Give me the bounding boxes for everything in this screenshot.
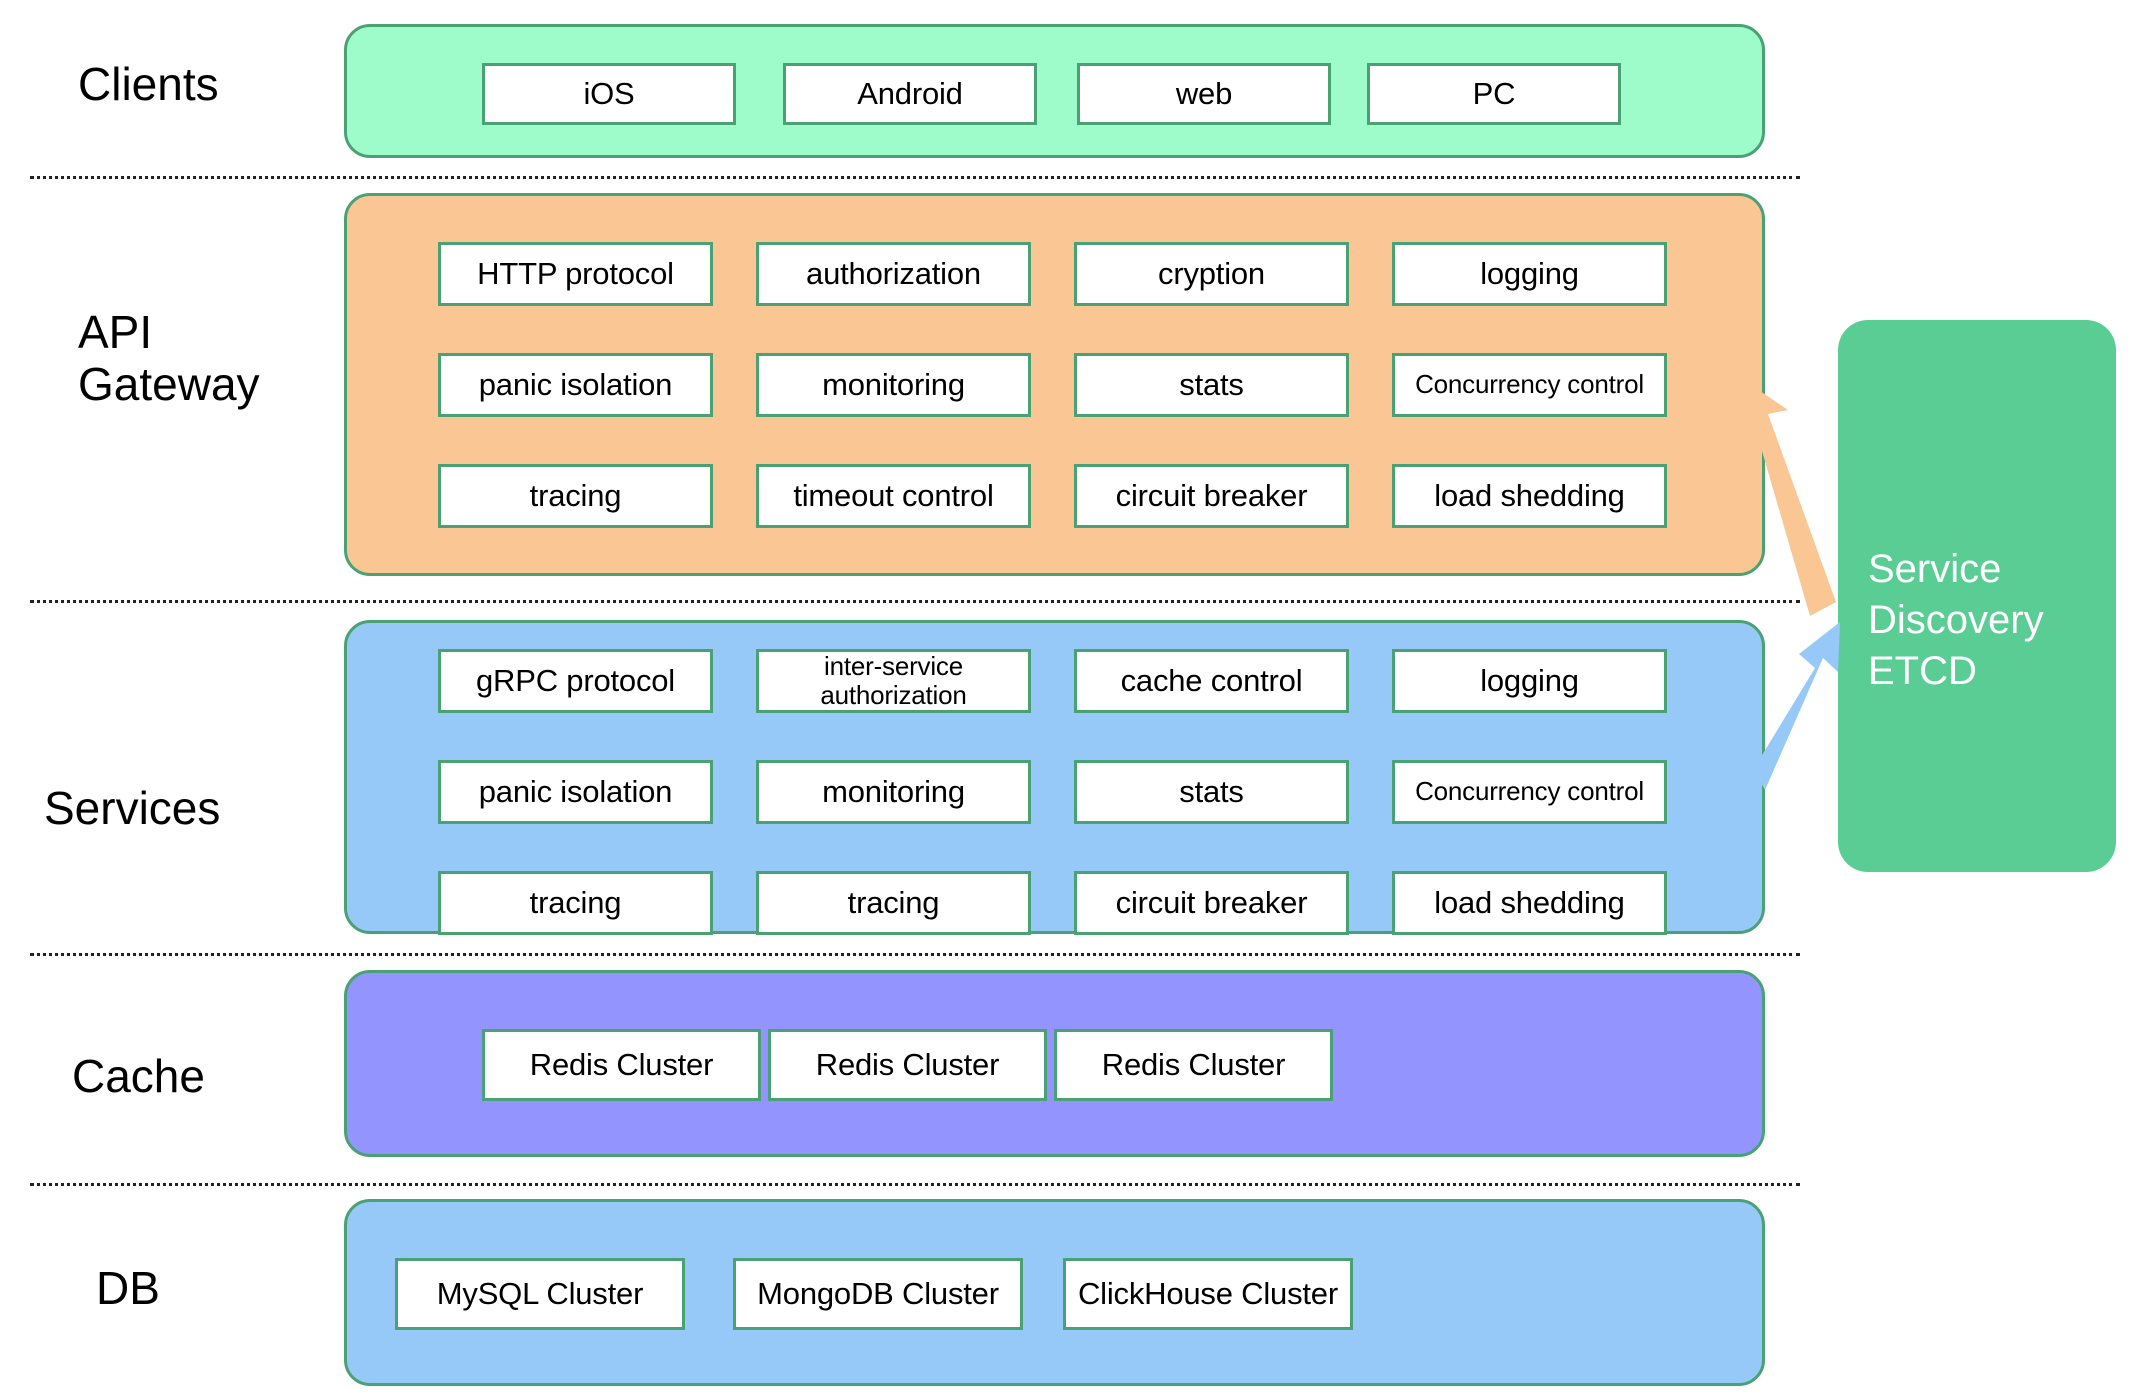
service-discovery-label: Service Discovery ETCD (1868, 547, 2044, 694)
row-label-api-gateway: API Gateway (78, 306, 260, 411)
separator-clients-gateway (30, 176, 1800, 179)
node-services-circuit-breaker[interactable]: circuit breaker (1074, 871, 1349, 935)
node-db-mysql-cluster[interactable]: MySQL Cluster (395, 1258, 685, 1330)
row-label-db: DB (96, 1262, 160, 1314)
node-android[interactable]: Android (783, 63, 1037, 125)
node-services-stats[interactable]: stats (1074, 760, 1349, 824)
arrow-blue-to-etcd (1753, 622, 1840, 790)
node-services-panic-isolation[interactable]: panic isolation (438, 760, 713, 824)
node-pc[interactable]: PC (1367, 63, 1621, 125)
node-gateway-load-shedding[interactable]: load shedding (1392, 464, 1667, 528)
node-gateway-logging[interactable]: logging (1392, 242, 1667, 306)
node-services-tracing-1[interactable]: tracing (438, 871, 713, 935)
layer-api-gateway: HTTP protocol authorization cryption log… (344, 193, 1765, 576)
node-gateway-panic-isolation[interactable]: panic isolation (438, 353, 713, 417)
node-gateway-stats[interactable]: stats (1074, 353, 1349, 417)
node-cache-redis-2[interactable]: Redis Cluster (768, 1029, 1047, 1101)
node-gateway-tracing[interactable]: tracing (438, 464, 713, 528)
service-discovery-etcd-box[interactable]: Service Discovery ETCD (1838, 320, 2116, 872)
separator-services-cache (30, 953, 1800, 956)
row-label-clients: Clients (78, 58, 219, 110)
node-gateway-cryption[interactable]: cryption (1074, 242, 1349, 306)
node-services-cache-control[interactable]: cache control (1074, 649, 1349, 713)
node-gateway-timeout-control[interactable]: timeout control (756, 464, 1031, 528)
layer-clients: iOS Android web PC (344, 24, 1765, 158)
separator-cache-db (30, 1183, 1800, 1186)
node-services-concurrency-control[interactable]: Concurrency control (1392, 760, 1667, 824)
node-gateway-concurrency-control[interactable]: Concurrency control (1392, 353, 1667, 417)
node-services-monitoring[interactable]: monitoring (756, 760, 1031, 824)
node-gateway-authorization[interactable]: authorization (756, 242, 1031, 306)
node-db-clickhouse-cluster[interactable]: ClickHouse Cluster (1063, 1258, 1353, 1330)
node-gateway-circuit-breaker[interactable]: circuit breaker (1074, 464, 1349, 528)
node-services-tracing-2[interactable]: tracing (756, 871, 1031, 935)
layer-services: gRPC protocol inter-service authorizatio… (344, 620, 1765, 935)
layer-db: MySQL Cluster MongoDB Cluster ClickHouse… (344, 1199, 1765, 1386)
row-label-cache: Cache (72, 1050, 205, 1102)
separator-gateway-services (30, 600, 1800, 603)
node-services-load-shedding[interactable]: load shedding (1392, 871, 1667, 935)
node-db-mongodb-cluster[interactable]: MongoDB Cluster (733, 1258, 1023, 1330)
node-ios[interactable]: iOS (482, 63, 736, 125)
node-gateway-monitoring[interactable]: monitoring (756, 353, 1031, 417)
row-label-services: Services (44, 782, 221, 834)
node-gateway-http-protocol[interactable]: HTTP protocol (438, 242, 713, 306)
node-services-logging[interactable]: logging (1392, 649, 1667, 713)
node-cache-redis-1[interactable]: Redis Cluster (482, 1029, 761, 1101)
node-web[interactable]: web (1077, 63, 1331, 125)
node-services-inter-service-authorization[interactable]: inter-service authorization (756, 649, 1031, 713)
node-cache-redis-3[interactable]: Redis Cluster (1054, 1029, 1333, 1101)
node-services-grpc-protocol[interactable]: gRPC protocol (438, 649, 713, 713)
layer-cache: Redis Cluster Redis Cluster Redis Cluste… (344, 970, 1765, 1157)
